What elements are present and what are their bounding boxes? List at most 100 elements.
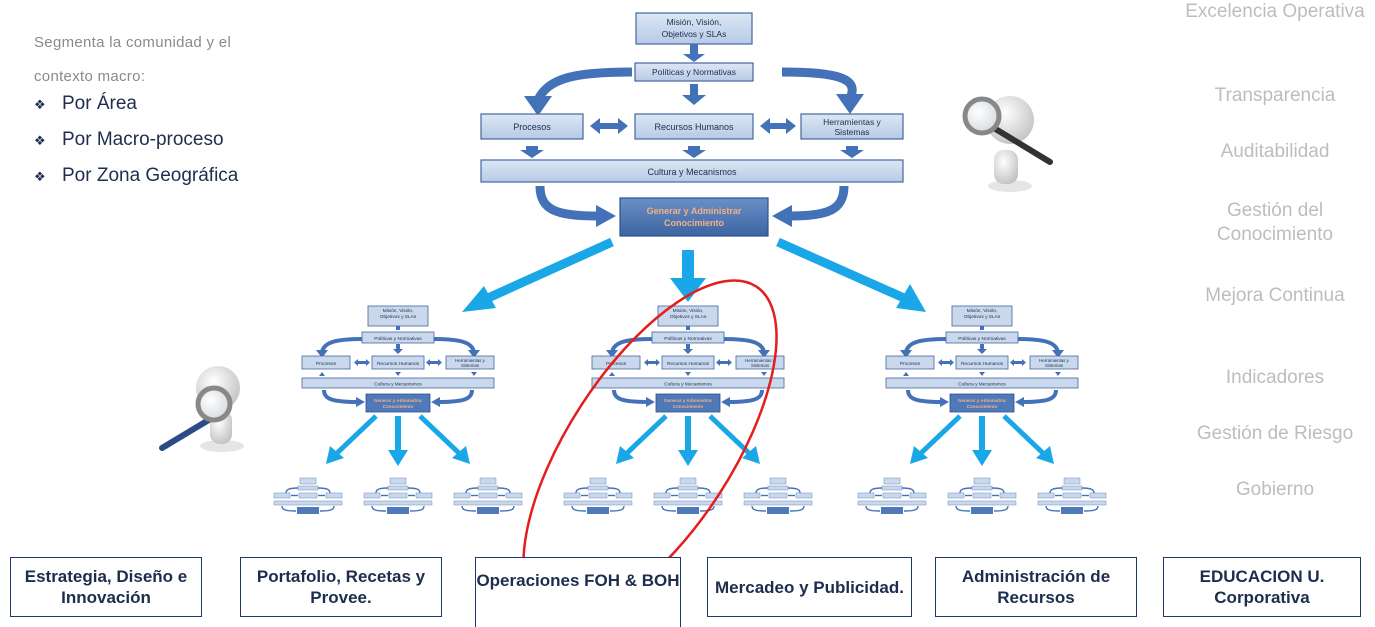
intro-text: Segmenta la comunidad y el contexto macr… — [34, 26, 304, 94]
rect — [273, 500, 343, 506]
text: Misión, Visión,Objetivos y SLAs — [380, 308, 417, 320]
path — [1021, 389, 1058, 404]
polygon — [742, 446, 760, 464]
arrow-head — [670, 278, 706, 302]
polygon — [356, 397, 365, 407]
rect — [591, 377, 785, 389]
mini-diagram — [273, 477, 343, 514]
polygon — [431, 397, 440, 407]
path — [285, 487, 331, 494]
rect — [949, 393, 1015, 413]
sub-diagram: Misión, Visión,Objetivos y SLAs Política… — [301, 305, 495, 466]
arrow-head — [772, 205, 792, 227]
rect — [389, 477, 407, 485]
rect — [363, 500, 433, 506]
path — [755, 487, 801, 494]
rect — [882, 492, 902, 499]
polygon — [646, 397, 655, 407]
path — [575, 487, 621, 494]
polygon — [606, 350, 618, 358]
polygon — [1036, 446, 1054, 464]
polygon — [644, 359, 660, 366]
arrow-head — [524, 96, 552, 116]
path — [465, 487, 511, 494]
box-culture — [480, 159, 904, 183]
arrow-head — [896, 284, 926, 312]
path — [1045, 505, 1099, 512]
rect — [297, 507, 319, 514]
rect — [994, 150, 1018, 184]
rect — [445, 355, 495, 370]
rect — [661, 355, 715, 370]
line — [418, 414, 462, 456]
category-box: EDUCACION U. Corporativa — [1163, 557, 1361, 617]
rect — [1061, 485, 1083, 491]
box-processes-label: Procesos — [513, 122, 551, 132]
rect — [453, 492, 471, 499]
rect — [363, 492, 381, 499]
text: Cultura y Mecanismos — [374, 382, 422, 388]
polygon — [426, 359, 442, 366]
list-item: ❖Por Macro-proceso — [34, 122, 238, 158]
rect — [947, 492, 965, 499]
tspan: Sistemas — [751, 363, 770, 368]
category-box: Mercadeo y Publicidad. — [707, 557, 912, 617]
rect — [857, 492, 875, 499]
attribute-label: Transparencia — [1214, 85, 1336, 106]
rect — [587, 485, 609, 491]
rect — [971, 507, 993, 514]
path — [865, 505, 919, 512]
polygon — [1052, 350, 1064, 358]
tspan: Objetivos y SLAs — [662, 29, 727, 39]
rect — [885, 377, 1079, 389]
polygon — [319, 372, 325, 376]
path — [751, 505, 805, 512]
polygon — [910, 446, 928, 464]
rect — [705, 492, 723, 499]
tspan: Objetivos y SLAs — [670, 314, 707, 320]
arrow-head — [836, 94, 864, 114]
rect — [769, 477, 787, 485]
mini-diagram — [857, 477, 927, 514]
sub-diagrams: Misión, Visión,Objetivos y SLAs Política… — [273, 305, 1107, 514]
sub-diagram: Misión, Visión,Objetivos y SLAs Política… — [885, 305, 1079, 466]
rect — [477, 507, 499, 514]
rect — [371, 355, 425, 370]
rect — [361, 331, 435, 344]
rect — [587, 507, 609, 514]
attribute-label: Excelencia Operativa — [1185, 1, 1365, 22]
arrow-down — [520, 146, 544, 158]
rect — [881, 507, 903, 514]
main-diagram: Misión, Visión,Objetivos y SLAs Política… — [480, 12, 904, 237]
rect — [743, 492, 761, 499]
tspan: Conocimiento — [967, 404, 998, 409]
tspan: Sistemas — [1045, 363, 1064, 368]
attribute-label: Auditabilidad — [1220, 141, 1330, 162]
line — [624, 414, 668, 456]
tspan: Generar y Administrar — [374, 398, 423, 403]
box-knowledge — [619, 197, 769, 237]
box-culture-label: Cultura y Mecanismos — [647, 167, 737, 177]
polygon — [1055, 372, 1061, 376]
polygon — [1010, 359, 1026, 366]
path — [320, 337, 365, 353]
category-label: Portafolio, Recetas y Provee. — [256, 567, 426, 607]
rect — [735, 355, 785, 370]
tspan: Generar y Administrar — [647, 206, 742, 216]
polygon — [977, 344, 987, 354]
mini-diagram — [653, 477, 723, 514]
rect — [365, 393, 431, 413]
mini-diagram — [563, 477, 633, 514]
polygon — [388, 450, 408, 466]
rect — [396, 326, 400, 330]
arrow-shaft — [690, 44, 698, 54]
path — [727, 389, 764, 404]
rect — [955, 355, 1009, 370]
attribute-label: Gestión de Riesgo — [1196, 423, 1354, 444]
tspan: Generar y Administrar — [958, 398, 1007, 403]
box-policies — [634, 62, 754, 82]
rect — [1037, 492, 1055, 499]
rect — [298, 492, 318, 499]
rect — [477, 485, 499, 491]
